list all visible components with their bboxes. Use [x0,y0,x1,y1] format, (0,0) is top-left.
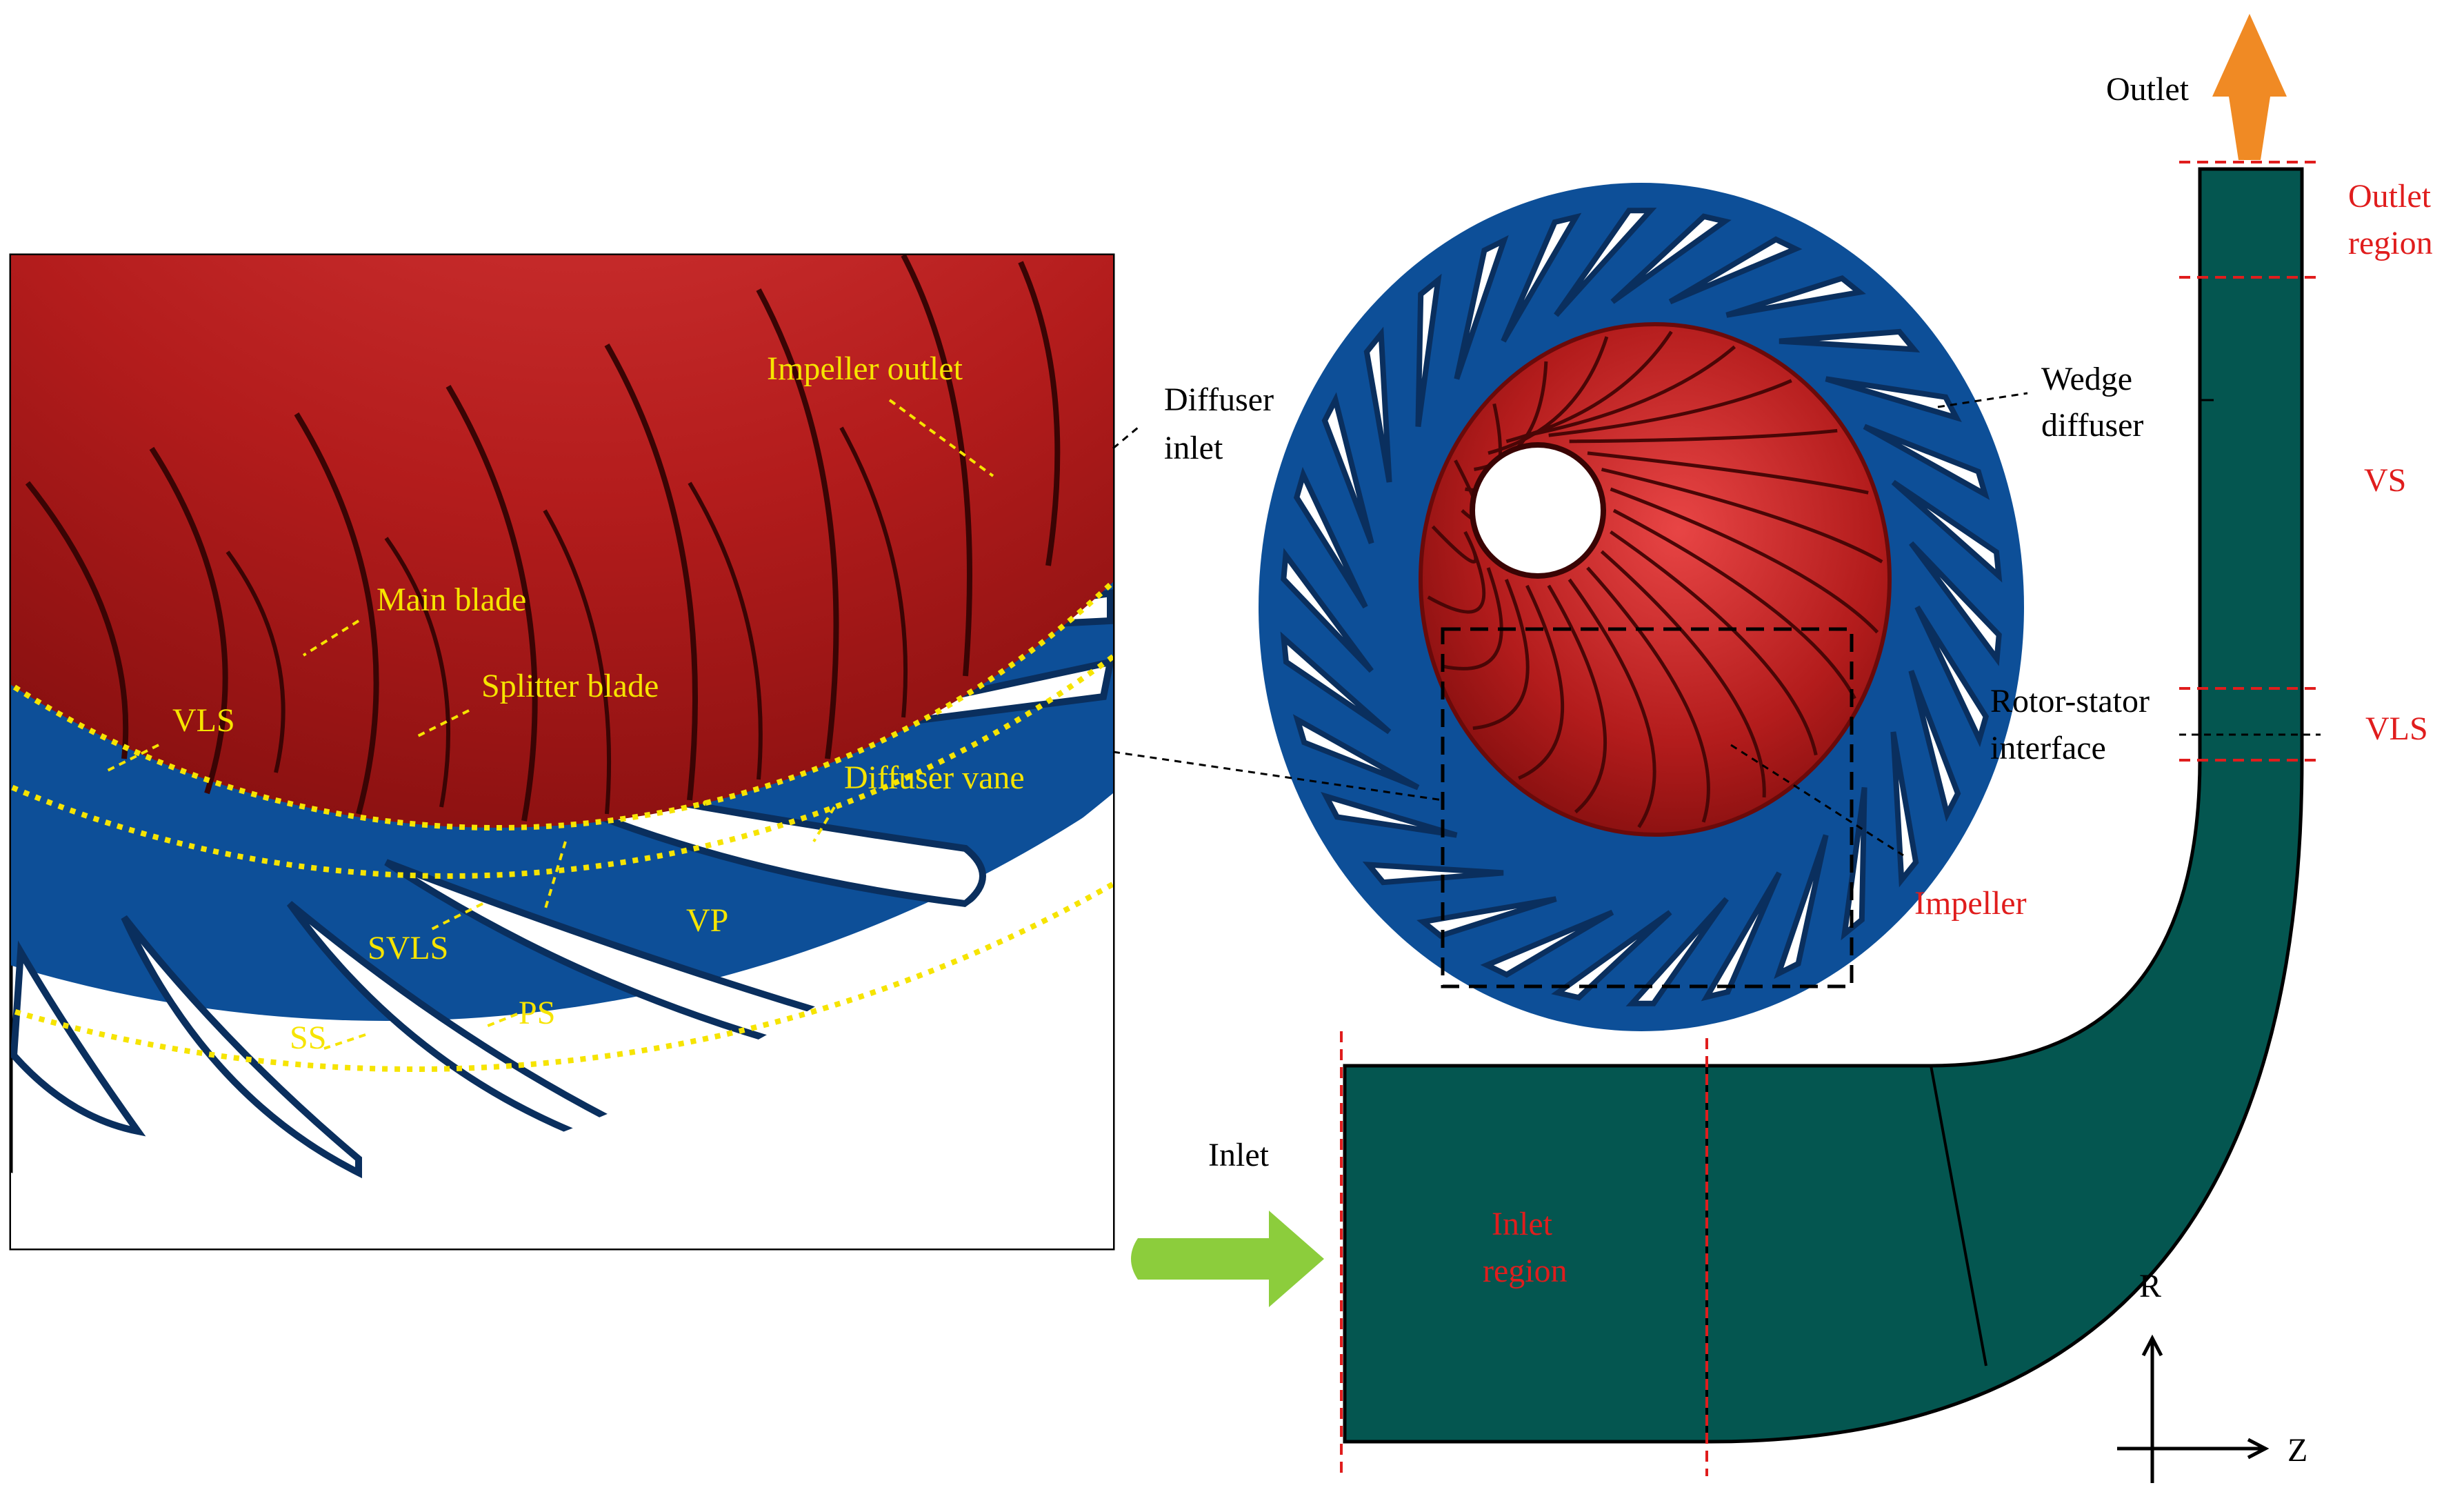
label-outlet-region-1: Outlet [2348,178,2432,215]
diffuser-slot [1281,548,1374,673]
diffuser-slot [1415,273,1442,427]
diffuser-slot [1779,328,1921,352]
impeller-blade [1431,525,1478,564]
impeller-leader [1730,744,1904,857]
impeller-blade [1427,550,1486,614]
impeller-blade [1610,487,1879,634]
diffuser-slot [1554,208,1657,317]
impeller-blade [1569,428,1838,444]
zoom-outer-void [11,793,1113,1249]
label-outlet: Outlet [2106,71,2190,108]
impeller-blade [1586,566,1710,823]
label-wedge-1: Wedge [2041,361,2132,397]
impeller-diffuser-3d [1112,183,2028,1031]
region-boundaries [1340,161,2321,1476]
impeller-blade [1612,508,1856,699]
diffuser-slot [1280,631,1392,735]
diffuser-inlet-leader [1112,426,1139,450]
diffuser-vane-slots [1280,208,2003,1006]
diffuser-slot [1454,235,1509,380]
diffuser-slot [1825,376,1962,423]
label-impeller: Impeller [1914,885,2027,922]
diffuser-slot [1321,392,1374,544]
diffuser-slot [1863,424,1990,500]
label-inlet: Inlet [1208,1137,1270,1173]
label-axis-z: Z [2287,1432,2307,1469]
impeller-blade [1526,345,1736,437]
diffuser-slot [1292,714,1420,791]
label-vp: VP [686,902,728,939]
diffuser-slot [1362,862,1504,886]
label-outlet-region-2: region [2348,225,2433,261]
label-main-blade: Main blade [377,581,526,618]
diffuser-slot [1774,834,1829,980]
diffuser-slot [1909,541,2002,666]
meridional-domain [1340,161,2321,1476]
label-splitter-blade: Splitter blade [481,668,659,704]
impeller-blade [1567,578,1656,828]
label-rotor-stator-1: Rotor-stator [1990,683,2150,719]
diffuser-slot [1293,466,1368,609]
zoom-splitter-blades [226,426,908,815]
zoom-connector-line [1112,750,1443,802]
label-vls-right: VLS [2365,710,2428,747]
impeller-blade [1587,451,1869,495]
zoom-annotation-circles [11,578,1113,1072]
label-vs: VS [2364,462,2406,499]
impeller-blade [1610,530,1818,756]
diffuser-slot [1891,479,2003,583]
label-ss: SS [290,1020,326,1056]
label-zoom-vls: VLS [172,702,235,739]
outlet-arrow-icon [2212,14,2287,160]
diffuser-slot [1914,605,1990,748]
label-inlet-region-1: Inlet [1492,1206,1553,1242]
duct-interface-line [1930,1065,1987,1366]
diffuser-slot [1416,896,1557,939]
impeller-blade [1548,379,1792,437]
diffuser-slot [1908,670,1961,822]
zoom-panel: Impeller outlet Main blade Splitter blad… [9,253,1115,1251]
diffuser-slot [1551,910,1672,1001]
diffuser-slot [1701,871,1782,1002]
diffuser-slot [1501,212,1582,343]
label-rotor-stator-2: interface [1990,730,2106,766]
diffuser-slot [1725,275,1866,318]
label-diffuser-inlet-1: Diffuser [1164,381,1274,418]
diffuser-slot [1321,791,1458,838]
label-diffuser-vane: Diffuser vane [844,759,1025,796]
diffuser-slot [1625,897,1729,1006]
diffuser-slot [1480,909,1614,978]
impeller-eye [1470,442,1606,579]
impeller-blade [1518,584,1565,780]
diffuser-slot [1610,213,1732,304]
label-diffuser-inlet-2: inlet [1164,430,1223,466]
label-inlet-region-2: region [1483,1253,1567,1289]
rz-axis [2117,1334,2270,1483]
label-wedge-2: diffuser [2041,407,2143,444]
zoom-impeller-blades [25,255,1061,822]
label-axis-r: R [2139,1268,2161,1304]
impeller-blade [1547,584,1607,814]
diffuser-slot [1668,236,1803,305]
impeller-blade [1441,567,1503,670]
impeller-blade [1488,336,1609,455]
duct-body [1343,167,2304,1444]
label-svls: SVLS [368,930,448,966]
diffuser-slot [1363,326,1392,483]
zoom-leader-lines [103,399,994,1050]
impeller-blade [1472,579,1530,730]
wedge-leader-left [1937,392,2028,408]
label-ps: PS [519,995,555,1031]
label-impeller-outlet: Impeller outlet [767,350,963,387]
impeller-blade [1601,468,1883,564]
diffuser-slot [1890,731,1919,888]
impeller-blade [1600,550,1766,798]
impeller-3d-blades [1427,330,1883,828]
zoom-region-box [1441,627,1854,988]
inlet-arrow-icon [1131,1211,1324,1307]
